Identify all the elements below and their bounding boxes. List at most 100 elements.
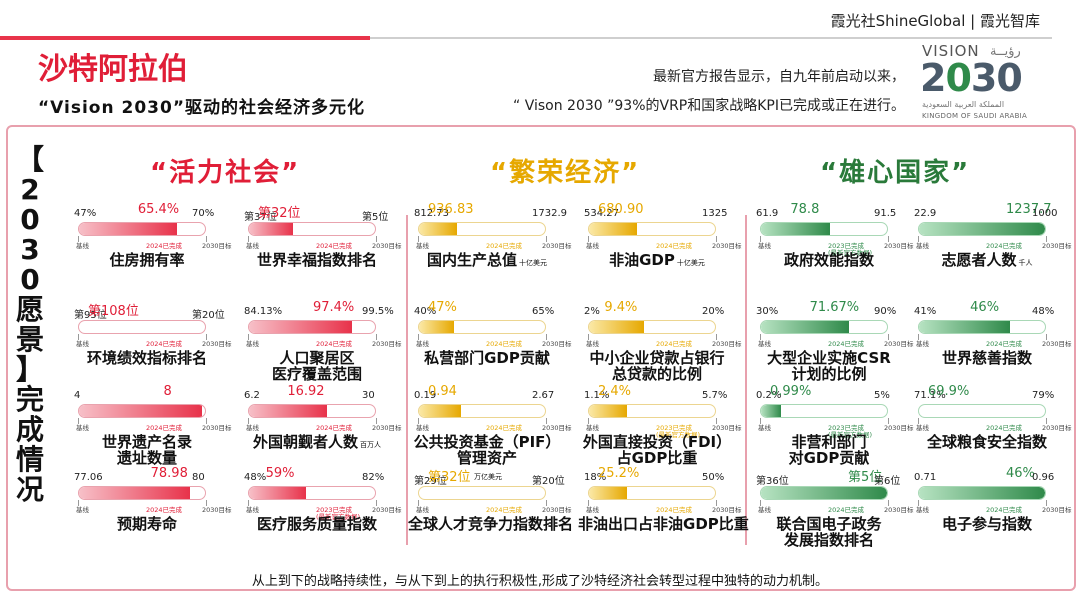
- progress-bar-fill: [761, 321, 850, 333]
- page-title: 沙特阿拉伯: [38, 52, 188, 87]
- baseline-label: 基线: [416, 506, 429, 514]
- current-label: 2024已完成: [316, 340, 353, 348]
- target-value: 5%: [874, 390, 890, 401]
- bar-tick: [716, 334, 717, 340]
- bar-tick: [248, 334, 249, 340]
- progress-bar: [918, 320, 1046, 334]
- metric-name-line1: 非营利部门: [791, 433, 867, 451]
- bar-tick: [376, 418, 377, 424]
- metric-name-line1: 世界遗产名录: [101, 433, 192, 451]
- bar-tick: [918, 500, 919, 506]
- progress-bar: [248, 320, 376, 334]
- metric-name-text: 全球粮食安全指数: [926, 433, 1047, 451]
- metric-name: 电子参与指数: [908, 516, 1066, 532]
- current-label: 2024已完成: [486, 424, 523, 432]
- metric-name: 全球粮食安全指数: [908, 434, 1066, 450]
- progress-bar-fill: [419, 321, 455, 333]
- content-frame: [6, 125, 1076, 591]
- baseline-label: 基线: [586, 424, 599, 432]
- metric-name-text: 国内生产总值: [426, 251, 517, 269]
- target-label: 2030目标: [1042, 506, 1072, 514]
- baseline-value: 第36位: [756, 476, 789, 487]
- current-label-note: (最新官方数据): [828, 431, 873, 439]
- progress-bar-fill: [919, 487, 1045, 499]
- target-value: 第20位: [192, 310, 225, 321]
- current-value: 97.4%: [312, 300, 355, 315]
- bar-tick: [418, 334, 419, 340]
- target-label: 2030目标: [372, 340, 402, 348]
- bar-tick: [546, 236, 547, 242]
- brand-header: 霞光社ShineGlobal | 霞光智库: [830, 12, 1040, 30]
- progress-bar: [588, 222, 716, 236]
- current-label: 2024已完成: [828, 340, 865, 348]
- section-divider: [745, 215, 747, 545]
- target-value: 70%: [192, 208, 215, 219]
- page-subtitle: “Vision 2030”驱动的社会经济多元化: [38, 98, 365, 118]
- current-label: 2024已完成: [986, 340, 1023, 348]
- metric-name: 预期寿命: [68, 516, 226, 532]
- baseline-label: 基线: [246, 242, 259, 250]
- progress-bar: [760, 222, 888, 236]
- metric-name: 世界幸福指数排名: [238, 252, 396, 268]
- bar-tick: [716, 236, 717, 242]
- bar-tick: [248, 418, 249, 424]
- section-divider: [406, 215, 408, 545]
- bar-tick: [546, 334, 547, 340]
- bar-tick: [760, 236, 761, 242]
- metric-name-text: 非油GDP: [609, 251, 675, 269]
- bar-tick: [206, 236, 207, 242]
- logo-vision-text: VISION: [922, 42, 980, 60]
- metric-name-line2: 计划的比例: [791, 365, 867, 383]
- baseline-label: 基线: [758, 242, 771, 250]
- metric-name: 世界遗产名录遗址数量: [68, 434, 226, 466]
- target-value: 第5位: [362, 212, 389, 223]
- baseline-label: 基线: [916, 506, 929, 514]
- progress-bar-fill: [249, 223, 294, 235]
- metric-name-text: 预期寿命: [116, 515, 177, 533]
- current-label: 2024已完成: [656, 340, 693, 348]
- header-rule: [370, 37, 1052, 39]
- progress-bar: [588, 404, 716, 418]
- bar-tick: [888, 500, 889, 506]
- progress-bar-fill: [419, 405, 461, 417]
- metric-name: 公共投资基金（PIF）管理资产万亿美元: [408, 434, 566, 485]
- progress-bar: [418, 404, 546, 418]
- section-title-society: “活力社会”: [150, 158, 301, 188]
- target-value: 2.67: [532, 390, 555, 401]
- metric-name-text: 世界慈善指数: [941, 349, 1032, 367]
- target-label: 2030目标: [542, 242, 572, 250]
- progress-bar: [78, 404, 206, 418]
- bar-tick: [588, 500, 589, 506]
- progress-bar: [918, 486, 1046, 500]
- target-label: 2030目标: [542, 424, 572, 432]
- bar-tick: [918, 334, 919, 340]
- baseline-label: 基线: [758, 340, 771, 348]
- baseline-label: 基线: [76, 242, 89, 250]
- bar-tick: [888, 236, 889, 242]
- current-value: 8: [163, 384, 172, 399]
- target-label: 2030目标: [884, 242, 914, 250]
- current-label: 2024已完成: [986, 424, 1023, 432]
- target-label: 2030目标: [1042, 424, 1072, 432]
- baseline-value: 1.1%: [584, 390, 610, 401]
- target-label: 2030目标: [1042, 340, 1072, 348]
- metric-name-line2: 遗址数量: [116, 449, 177, 467]
- metric-name-line2: 管理资产: [456, 449, 517, 467]
- progress-bar-fill: [919, 321, 1010, 333]
- metric-unit: 千人: [1018, 259, 1033, 267]
- target-value: 99.5%: [362, 306, 394, 317]
- target-label: 2030目标: [372, 424, 402, 432]
- bar-tick: [376, 334, 377, 340]
- side-title-char: 】: [15, 353, 44, 386]
- bar-tick: [760, 500, 761, 506]
- metric-name: 非营利部门对GDP贡献: [750, 434, 908, 466]
- bar-tick: [78, 236, 79, 242]
- target-label: 2030目标: [372, 242, 402, 250]
- progress-bar: [588, 486, 716, 500]
- current-label: 2023已完成: [656, 424, 693, 432]
- metric-name-text: 外国朝觐者人数: [252, 433, 358, 451]
- progress-bar: [248, 486, 376, 500]
- target-value: 91.5: [874, 208, 897, 219]
- bar-tick: [1046, 334, 1047, 340]
